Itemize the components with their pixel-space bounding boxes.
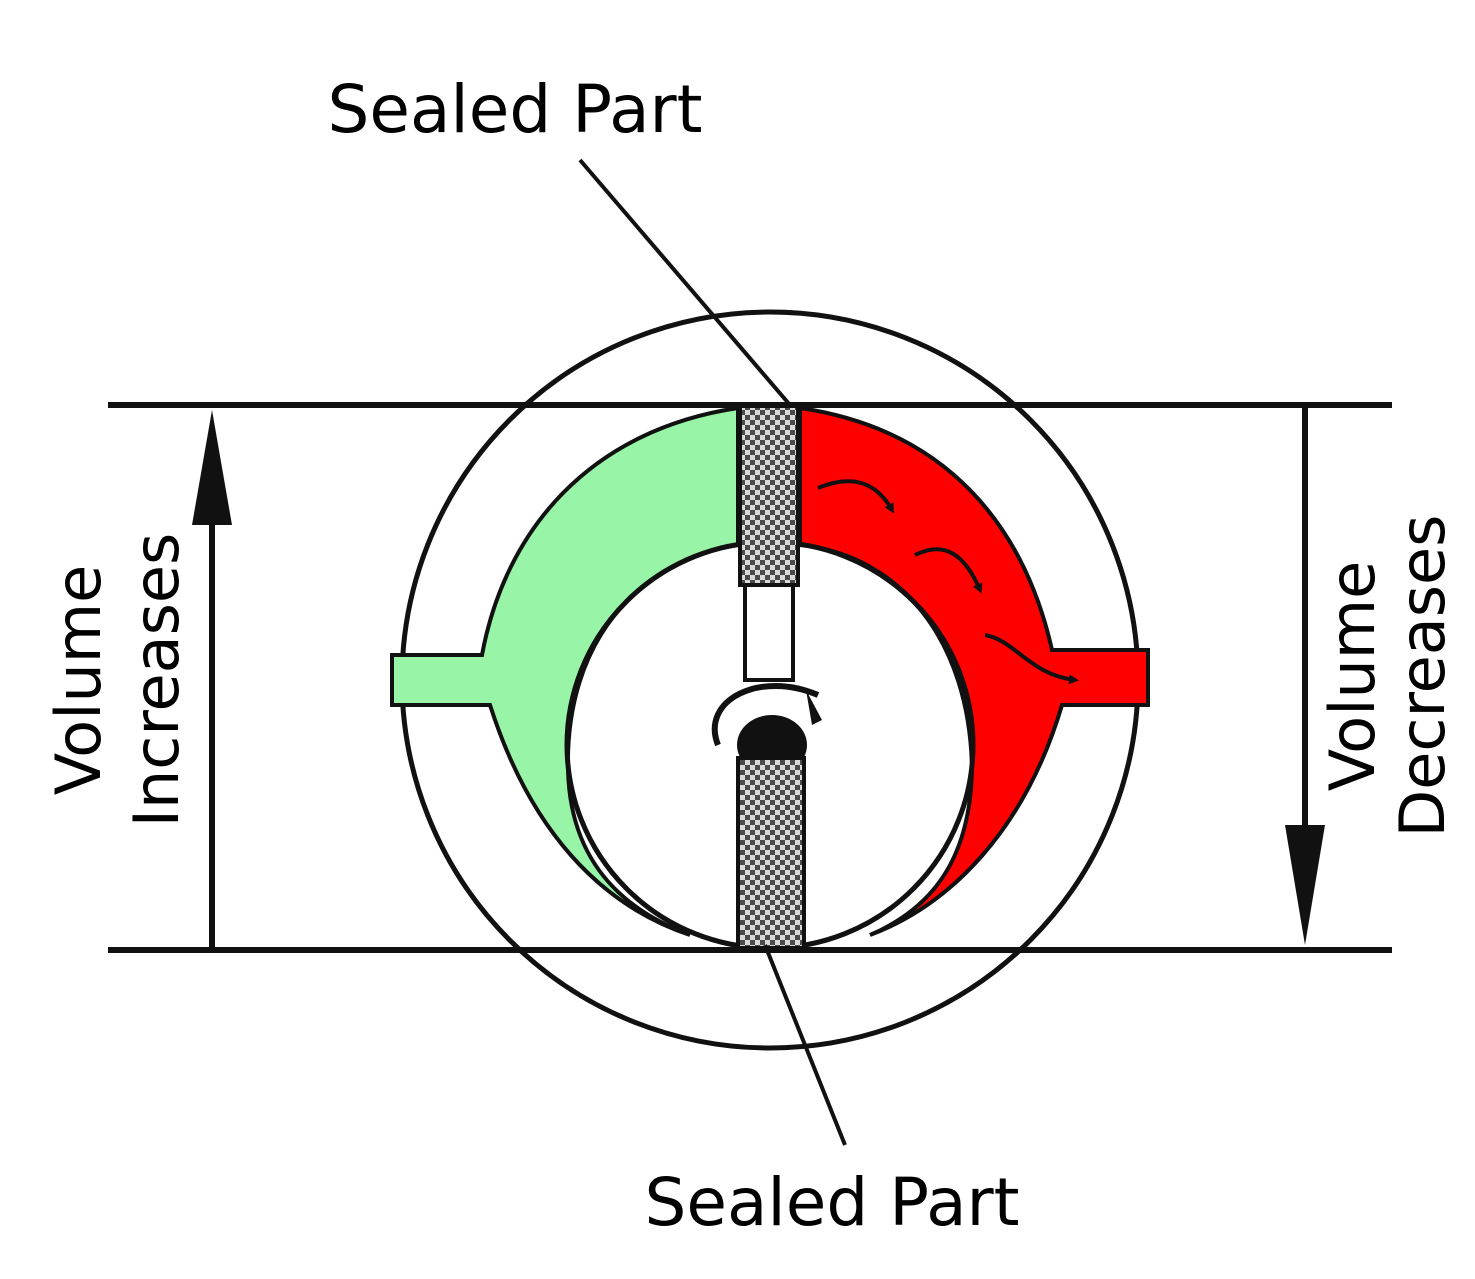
right-volume-label: Volume Decreases [1316, 515, 1459, 838]
right-volume-arrow-head [1285, 825, 1325, 945]
top-seal-block [738, 403, 800, 587]
left-volume-label: Volume Increases [42, 533, 193, 828]
bottom-seal-leader-line [763, 944, 847, 1146]
right-volume-label-line1: Volume [1316, 561, 1389, 792]
left-volume-label-line2: Increases [120, 533, 193, 828]
vane-head-tip [806, 690, 822, 725]
vane-head [711, 683, 820, 747]
right-volume-label-line2: Decreases [1386, 515, 1459, 838]
vane-slot [743, 583, 795, 682]
top-sealed-part-label: Sealed Part [327, 71, 702, 148]
left-volume-arrow-head [192, 410, 232, 525]
flow-arrow-3 [984, 633, 1079, 685]
top-seal-leader-line [578, 158, 792, 407]
flow-arrow-2 [914, 547, 983, 594]
bottom-sealed-part-label: Sealed Part [644, 1164, 1019, 1241]
bottom-seal-block [736, 756, 806, 950]
discharge-chamber [798, 405, 1150, 937]
flow-arrow-1 [817, 479, 894, 514]
suction-chamber [390, 405, 740, 937]
left-volume-label-line1: Volume [42, 565, 115, 796]
